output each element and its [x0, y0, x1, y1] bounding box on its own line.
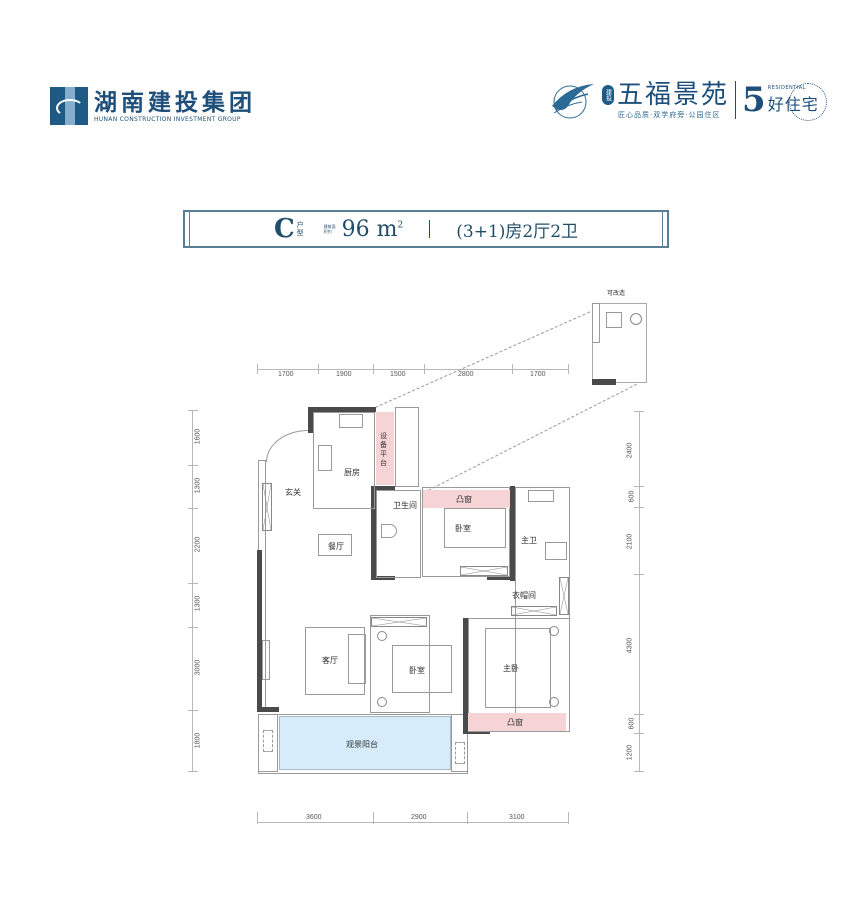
room-label-dining: 餐厅: [328, 542, 344, 551]
callout-line-upper: [375, 311, 591, 408]
cloak-tall-cabinet-icon: [559, 577, 569, 615]
planter-icon: [455, 742, 465, 764]
viewing-balcony: [279, 716, 451, 770]
company-logo-icon: [50, 87, 88, 125]
bed-2-icon: [392, 645, 452, 693]
area-unit: 2: [397, 220, 404, 231]
project-logo: 建投 五福景苑 匠心品质·双学府旁·公园住区 5 RESIDENTIAL 好住宅: [548, 80, 827, 121]
dim-left-3: 2200: [194, 536, 202, 553]
brand-en: RESIDENTIAL: [767, 85, 806, 91]
room-label-living: 客厅: [322, 656, 338, 665]
dim-bottom-3: 3100: [509, 814, 525, 821]
lamp-icon: [549, 626, 559, 636]
area-value: 96 m2: [342, 217, 404, 242]
equipment-platform: [376, 412, 394, 485]
dim-left-5: 3000: [194, 659, 202, 676]
lamp-icon: [549, 697, 559, 707]
room-label-guest-bath: 卫生间: [393, 501, 417, 510]
lamp-icon: [377, 697, 387, 707]
room-label-bedroom-2: 卧室: [409, 666, 425, 675]
shower-icon: [528, 490, 554, 502]
unit-type-letter: C: [273, 214, 295, 244]
company-name-cn: 湖南建投集团: [94, 89, 256, 116]
dining-table-icon: [318, 534, 352, 556]
unit-type-banner: C 户型 建筑面积约 96 m2 (3+1)房2厅2卫: [183, 210, 669, 248]
dim-top-4: 2800: [458, 371, 474, 378]
banner-divider: [429, 220, 431, 238]
company-logo: 湖南建投集团 HUNAN CONSTRUCTION INVESTMENT GRO…: [50, 87, 256, 125]
cloak-cabinet-icon: [511, 606, 557, 616]
stove-icon: [318, 445, 332, 471]
bay-window-2: [468, 713, 566, 731]
dim-right-5: 600: [628, 717, 636, 730]
project-badge: 建投: [602, 85, 614, 105]
toilet-icon: [381, 524, 397, 538]
room-label-bedroom-1: 卧室: [455, 524, 471, 533]
wardrobe-icon: [460, 566, 508, 576]
room-label-cloakroom: 衣帽间: [512, 591, 536, 600]
lamp-icon: [377, 631, 387, 641]
room-label-master-bedroom: 主卧: [503, 664, 519, 673]
callout-line-lower: [428, 383, 637, 491]
dim-right-4: 4300: [626, 637, 634, 654]
brand-number: 5: [742, 80, 766, 120]
room-label-equipment-platform: 设备平台: [380, 433, 387, 467]
room-label-bay-window-2: 凸窗: [507, 718, 523, 727]
area-number: 96 m: [341, 216, 398, 242]
dim-top-5: 1700: [530, 371, 546, 378]
room-label-entrance: 玄关: [285, 488, 301, 497]
sink-icon: [339, 414, 363, 428]
tv-icon: [262, 640, 270, 680]
washer-icon: [630, 313, 642, 325]
dim-left-2: 1300: [194, 477, 202, 494]
area-label: 建筑面积约: [323, 224, 336, 234]
project-name: 五福景苑: [617, 80, 730, 110]
logo-divider: [735, 81, 737, 119]
sofa-set-icon: [305, 627, 365, 695]
room-label-balcony: 观景阳台: [346, 740, 378, 749]
basin-icon: [545, 542, 567, 560]
dim-left-4: 1300: [194, 595, 202, 612]
project-slogan: 匠心品质·双学府旁·公园住区: [618, 111, 721, 119]
planter-icon: [263, 730, 273, 752]
shoe-cabinet-icon: [262, 483, 272, 531]
dim-bottom-2: 2900: [411, 814, 427, 821]
room-label-bay-window-1: 凸窗: [456, 495, 472, 504]
dim-right-6: 1200: [626, 744, 634, 761]
company-name-en: HUNAN CONSTRUCTION INVESTMENT GROUP: [94, 115, 241, 123]
wardrobe-2-icon: [371, 617, 427, 627]
dim-top-2: 1900: [336, 371, 352, 378]
dim-left-1: 1600: [194, 428, 202, 445]
unit-type-suffix: 户型: [296, 221, 304, 237]
dim-right-3: 2100: [626, 533, 634, 550]
bay-window-1: [423, 490, 510, 508]
wing-logo-icon: [548, 80, 598, 120]
sofa-icon: [348, 634, 366, 684]
layout-description: (3+1)房2厅2卫: [456, 221, 579, 242]
entrance-door-swing: [266, 430, 308, 462]
ring-icon: [788, 83, 827, 121]
room-label-master-bath: 主卫: [521, 536, 537, 545]
master-bed-icon: [485, 628, 551, 708]
dim-top-3: 1500: [390, 371, 406, 378]
alternate-layout-label: 可改造: [607, 291, 626, 297]
dim-right-1: 2400: [626, 442, 634, 459]
dim-top-1: 1700: [278, 371, 294, 378]
room-label-kitchen: 厨房: [344, 468, 360, 477]
dim-bottom-1: 3600: [306, 814, 322, 821]
bed-icon: [444, 508, 506, 548]
dim-left-6: 1800: [194, 732, 202, 749]
dim-right-2: 600: [628, 490, 636, 503]
